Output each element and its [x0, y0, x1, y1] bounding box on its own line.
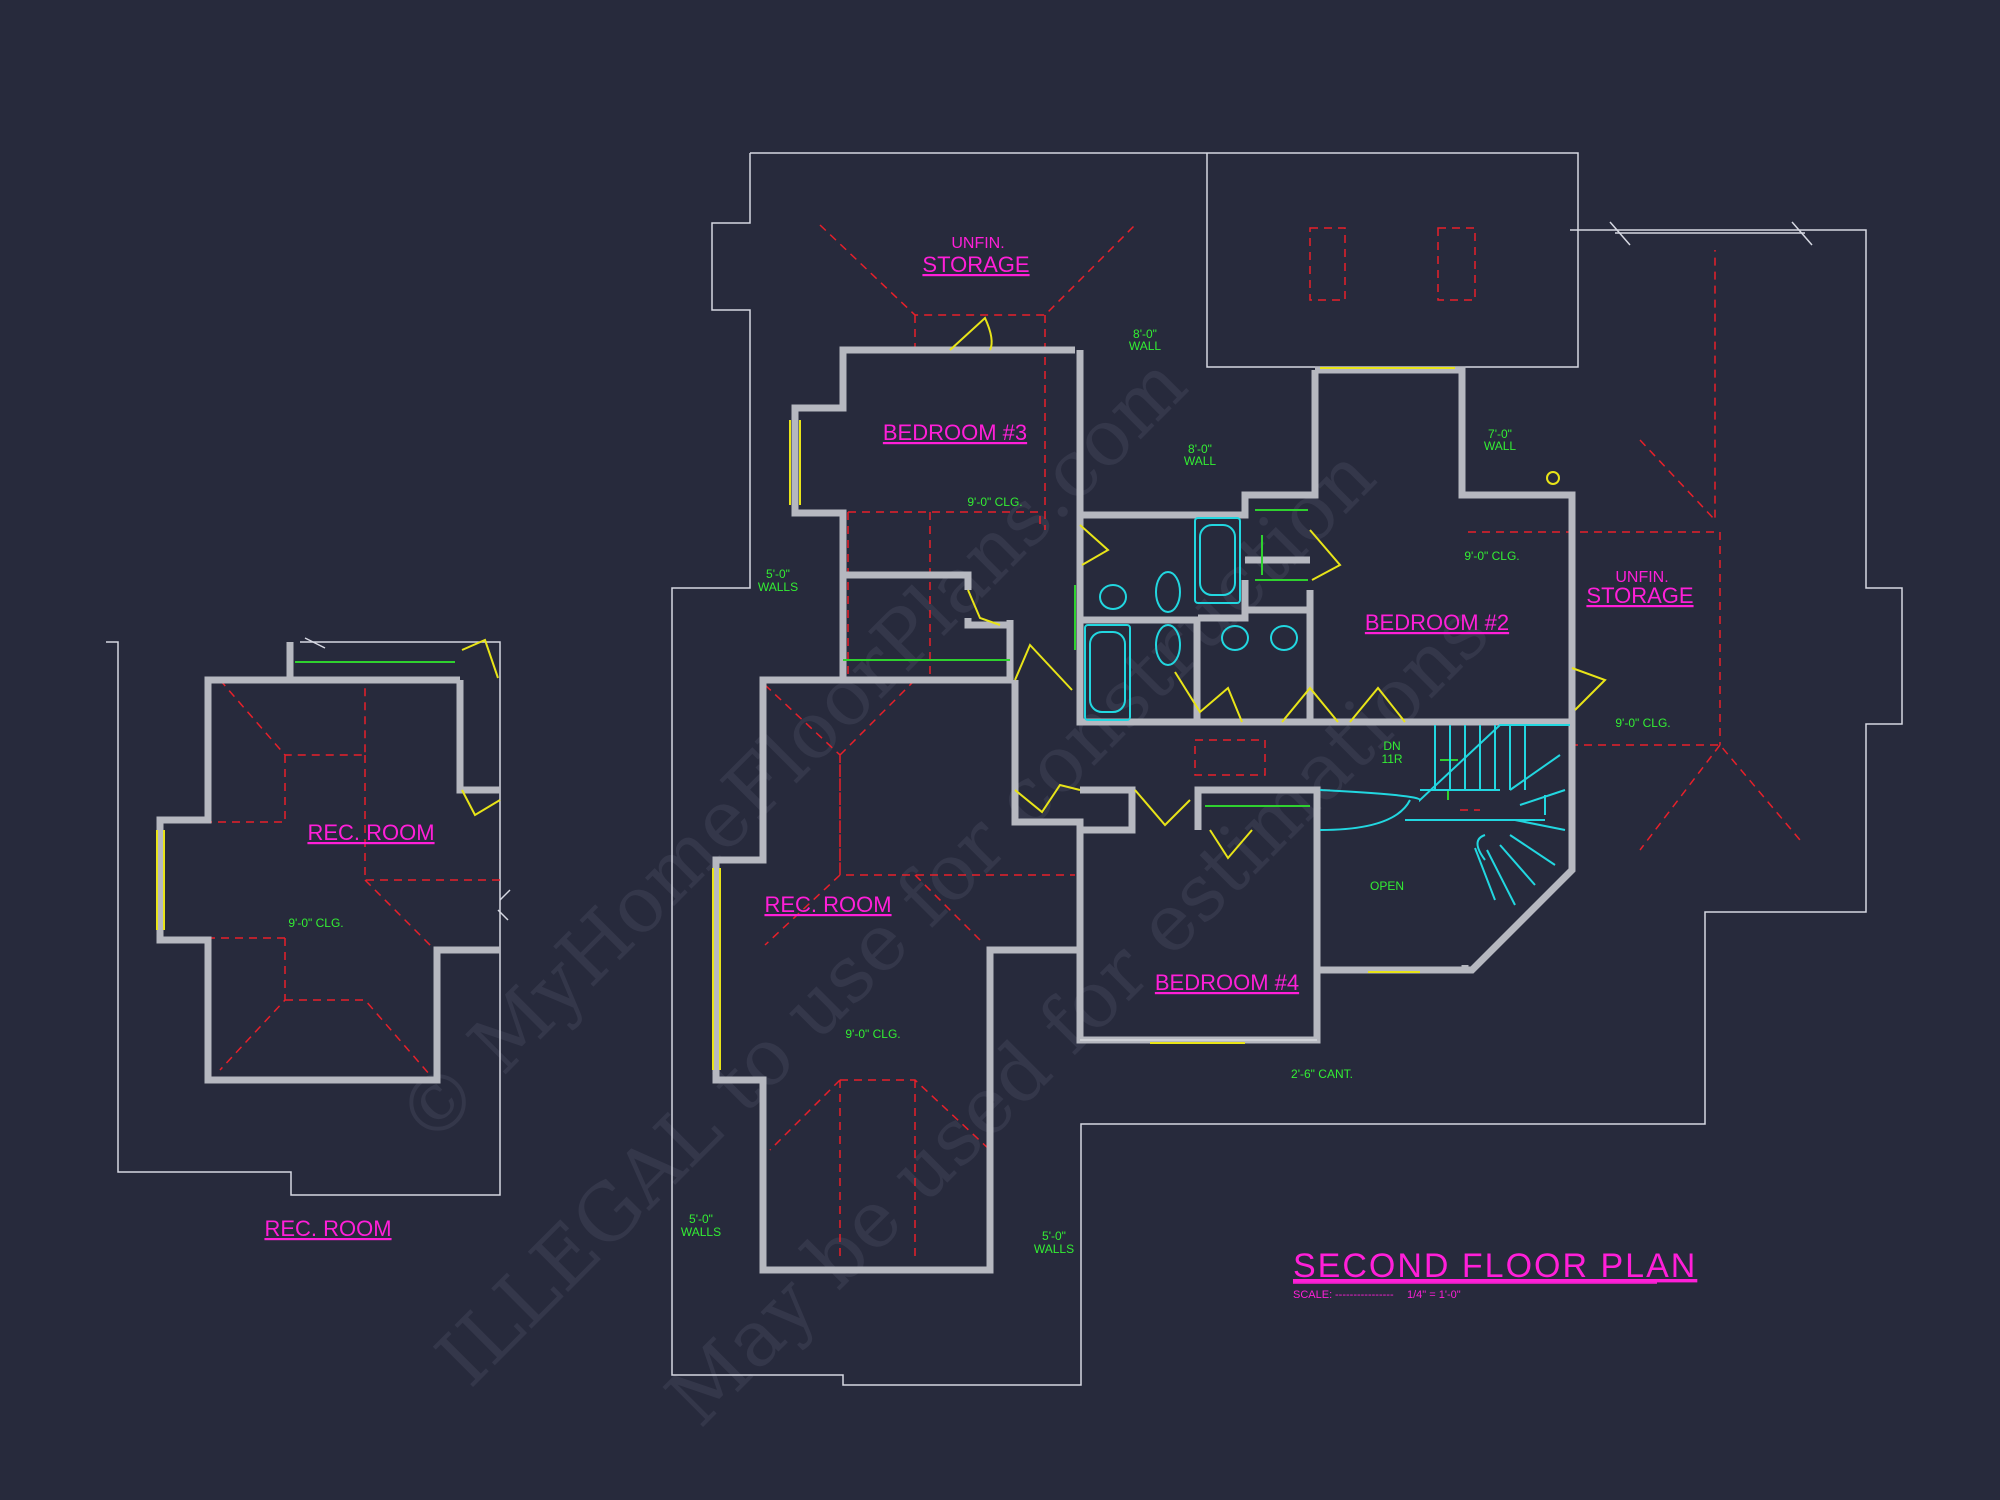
note-wall-7-2: WALL	[1484, 439, 1517, 453]
stair-winders	[1474, 754, 1566, 906]
label-unfin-right: UNFIN.	[1615, 569, 1668, 586]
door-storage-right	[1571, 667, 1607, 711]
sink-3-icon	[1270, 625, 1298, 651]
note-wall-7: 7'-0"	[1488, 427, 1512, 441]
door-rec-main	[1014, 643, 1073, 691]
ridge-rec-main	[764, 679, 1075, 1260]
fixture-circle-icon	[1546, 471, 1560, 485]
label-open: OPEN	[1370, 879, 1404, 893]
note-clg-rec-left: 9'-0" CLG.	[288, 916, 343, 930]
doors-hall-1	[1174, 671, 1243, 723]
label-storage-right: STORAGE	[1586, 583, 1693, 608]
scale-value: 1/4" = 1'-0"	[1407, 1289, 1461, 1301]
door-closet	[967, 589, 1001, 626]
small-break-marks	[304, 637, 511, 921]
ridge-bed3	[847, 511, 1041, 680]
label-unfin-top: UNFIN.	[951, 235, 1004, 252]
door-bed2-a	[1281, 686, 1339, 723]
roof-outlines	[106, 152, 1903, 1386]
notes: 8'-0" WALL 8'-0" WALL 7'-0" WALL 9'-0" C…	[288, 327, 1670, 1256]
bathtub-right-inner	[1199, 524, 1236, 596]
door-storage-bed3	[949, 316, 993, 351]
scale-label: SCALE:	[1293, 1289, 1332, 1301]
ridge-storage-top	[819, 224, 1136, 316]
break-marks	[1609, 221, 1813, 246]
main-roof-outline	[671, 152, 1903, 1386]
door-bed2-b	[1349, 686, 1406, 723]
bathtub-right	[1194, 517, 1241, 604]
note-wall-8-b-2: WALL	[1184, 454, 1217, 468]
label-bedroom-3: BEDROOM #3	[883, 420, 1027, 445]
bath-fixtures	[1084, 471, 1560, 721]
walls-closet	[843, 571, 1014, 680]
note-clg-bed3: 9'-0" CLG.	[967, 495, 1022, 509]
plan-title: SECOND FLOOR PLAN	[1293, 1247, 1697, 1285]
note-walls-5-a: 5'-0"	[766, 567, 790, 581]
door-rec-left-top	[461, 638, 499, 679]
door-rec-left-side	[461, 789, 501, 817]
window-bed3	[789, 420, 801, 505]
window-rec-left	[156, 830, 165, 930]
label-dn: DN	[1383, 739, 1400, 753]
walls-bathroom	[1076, 495, 1314, 726]
note-clg-rec-main: 9'-0" CLG.	[845, 1027, 900, 1041]
door-bath-1	[1079, 524, 1110, 566]
note-clg-right: 9'-0" CLG.	[1615, 716, 1670, 730]
label-rec-room-caption: REC. ROOM	[264, 1216, 391, 1241]
toilet-2-icon	[1155, 624, 1181, 666]
stairs	[1319, 724, 1570, 906]
note-clg-bed2: 9'-0" CLG.	[1464, 549, 1519, 563]
green-lines-bed3	[843, 509, 1308, 661]
ridge-skylights	[1309, 227, 1476, 301]
stair-landing	[1319, 789, 1545, 831]
note-walls-5-c: 5'-0"	[1042, 1229, 1066, 1243]
note-cant: 2'-6" CANT.	[1291, 1067, 1353, 1081]
sink-2-icon	[1221, 625, 1249, 651]
windows	[156, 367, 1458, 1070]
title-block: SECOND FLOOR PLAN SCALE: ---------------…	[1293, 1247, 1697, 1301]
door-bed4-closet	[1209, 829, 1253, 860]
small-roof-outline	[106, 641, 501, 1196]
label-bedroom-4: BEDROOM #4	[1155, 970, 1299, 995]
note-wall-8-a-2: WALL	[1129, 339, 1162, 353]
walls-rec-left	[156, 642, 500, 1084]
label-11r: 11R	[1381, 752, 1402, 766]
doors	[461, 316, 1607, 860]
note-wall-8-b: 8'-0"	[1188, 442, 1212, 456]
walls	[156, 346, 1576, 1274]
note-walls-5-b-2: WALLS	[681, 1225, 721, 1239]
walls-stair	[1317, 722, 1576, 974]
stair-treads-top	[1434, 725, 1526, 790]
sink-1-icon	[1099, 584, 1127, 610]
note-walls-5-c-2: WALLS	[1034, 1242, 1074, 1256]
bathtub-left	[1084, 624, 1131, 721]
room-labels: UNFIN. STORAGE BEDROOM #3 BEDROOM #2 UNF…	[264, 235, 1693, 1241]
label-rec-room-left: REC. ROOM	[307, 820, 434, 845]
door-rec-hall	[1014, 783, 1081, 814]
ridge-hall-box	[1194, 739, 1266, 776]
scale-dashes: ----------------	[1335, 1289, 1394, 1301]
note-walls-5-b: 5'-0"	[689, 1212, 713, 1226]
bathtub-left-inner	[1089, 631, 1126, 713]
door-bed4-hall	[1134, 789, 1191, 827]
door-bath-2	[1309, 529, 1342, 581]
ridge-right	[1468, 250, 1801, 851]
toilet-icon	[1155, 571, 1181, 613]
walls-hall	[1011, 722, 1321, 1044]
stair-rail	[1319, 724, 1570, 803]
note-wall-8-a: 8'-0"	[1133, 327, 1157, 341]
label-storage-top: STORAGE	[922, 252, 1029, 277]
walls-bedroom-2	[1310, 366, 1576, 726]
note-walls-5-a-2: WALLS	[758, 580, 798, 594]
label-rec-room-main: REC. ROOM	[764, 892, 891, 917]
label-bedroom-2: BEDROOM #2	[1365, 610, 1509, 635]
window-rec-main	[712, 868, 721, 1070]
